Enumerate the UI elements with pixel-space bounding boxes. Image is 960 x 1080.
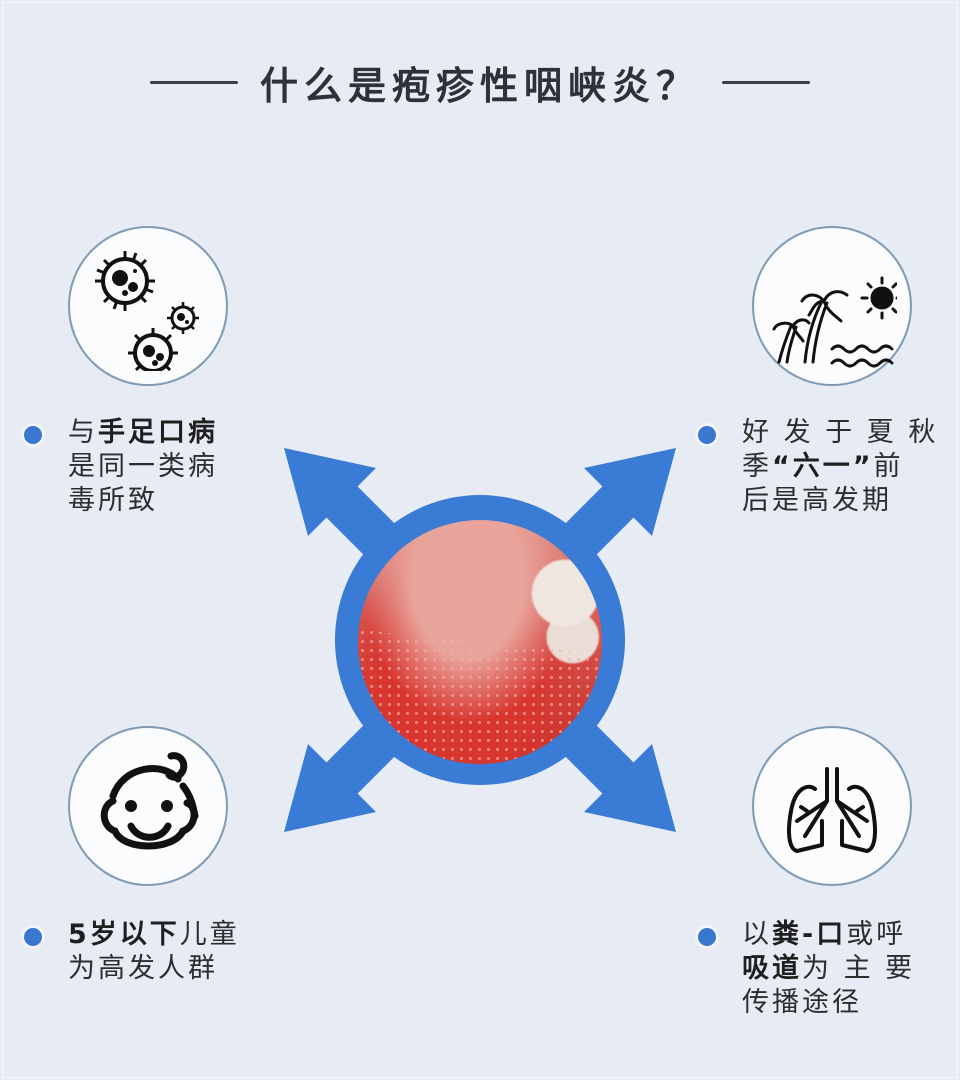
arrow-down-right — [584, 744, 676, 832]
bullet-dot — [698, 426, 716, 444]
fact-virus-text: 与手足口病 是同一类病 毒所致 — [68, 417, 218, 516]
summer-icon-badge — [752, 226, 912, 386]
arrow-up-right — [584, 448, 676, 536]
arrow-up-left — [284, 448, 376, 536]
arrow-down-left — [284, 744, 376, 832]
bullet-dot — [24, 928, 42, 946]
title-left-rule — [149, 80, 238, 84]
fact-age-text: 5岁以下儿童 为高发人群 — [68, 919, 240, 984]
throat-photo — [358, 520, 602, 764]
virus-icon — [95, 251, 199, 371]
bullet-dot — [698, 928, 716, 946]
lungs-icon — [787, 767, 877, 853]
fact-age: 5岁以下儿童 为高发人群 — [24, 918, 240, 986]
lungs-icon-badge — [752, 726, 912, 886]
fact-season: 好 发 于 夏 秋 季“六一”前 后是高发期 — [698, 416, 938, 518]
summer-beach-icon — [772, 276, 897, 368]
title-right-rule — [722, 80, 810, 84]
page-title: 什么是疱疹性咽峡炎？ — [259, 63, 700, 108]
baby-face-icon — [100, 752, 199, 850]
baby-icon-badge — [68, 726, 228, 886]
lesion-texture — [358, 629, 602, 764]
fact-transmission: 以粪-口或呼 吸道为 主 要 传播途径 — [698, 918, 915, 1020]
title-row: 什么是疱疹性咽峡炎？ — [0, 52, 960, 112]
fact-season-text: 好 发 于 夏 秋 季“六一”前 后是高发期 — [742, 417, 939, 516]
fact-transmission-text: 以粪-口或呼 吸道为 主 要 传播途径 — [742, 919, 916, 1018]
bullet-dot — [24, 426, 42, 444]
virus-icon-badge — [68, 226, 228, 386]
fact-virus: 与手足口病 是同一类病 毒所致 — [24, 416, 218, 518]
